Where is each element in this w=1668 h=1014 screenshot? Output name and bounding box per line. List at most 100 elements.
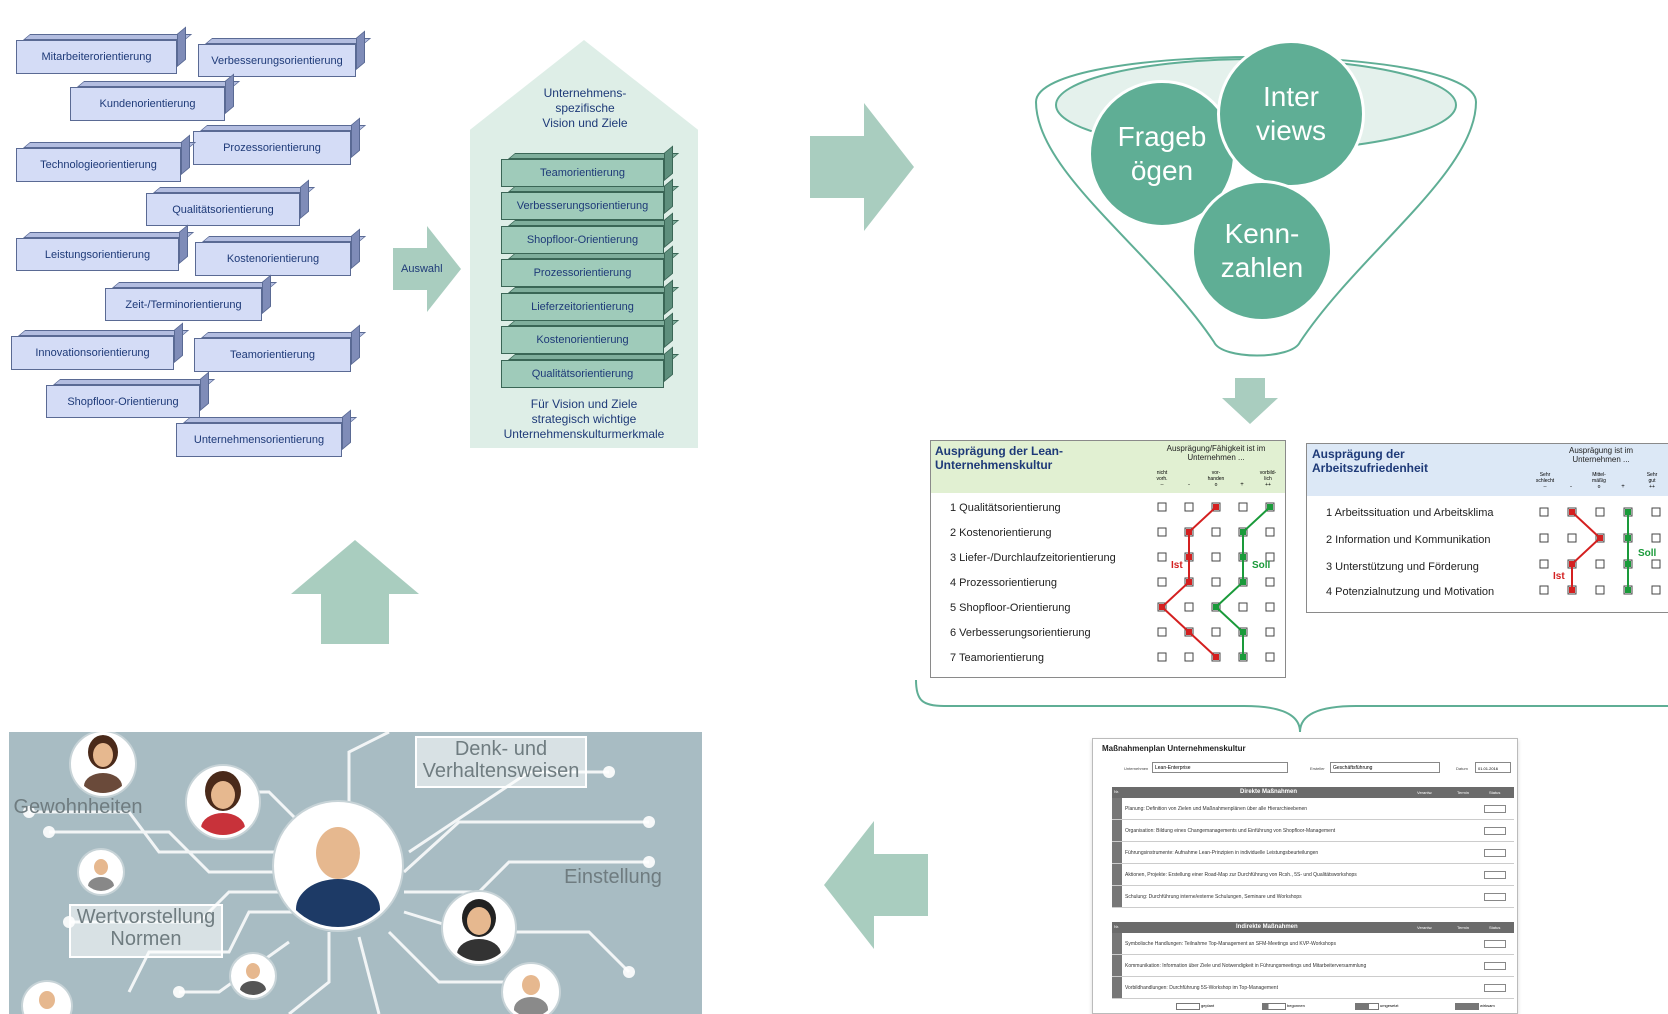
legend-label: geplant <box>1201 1003 1215 1008</box>
scale-label: Mittel- mäßig o <box>1592 472 1606 490</box>
plan-row-text: Symbolische Handlungen: Teilnahme Top-Ma… <box>1125 941 1336 947</box>
label-wertvorstellung: Wertvorstellung Normen <box>69 904 223 958</box>
scale-checkbox <box>1211 627 1221 637</box>
az-row-label: 3 Unterstützung und Förderung <box>1326 561 1479 573</box>
scale-label: vor- handen o <box>1207 470 1225 488</box>
scale-checkbox <box>1265 552 1275 562</box>
scale-checkbox <box>1211 552 1221 562</box>
avatar-bottom-right <box>503 964 559 1014</box>
avatar-small-bottom <box>231 954 275 998</box>
avatar-small-left <box>79 850 123 894</box>
plan-creator-label: Ersteller <box>1310 766 1325 771</box>
scale-checkbox <box>1651 533 1661 543</box>
lean-ist-label: Ist <box>1171 560 1183 571</box>
scale-checkbox <box>1265 602 1275 612</box>
house-stack-item: Kostenorientierung <box>501 326 664 354</box>
scale-checkbox <box>1238 602 1248 612</box>
plan-creator-field: Geschäftsführung <box>1330 762 1440 773</box>
arrow-up <box>291 540 419 644</box>
plan-row: Aktionen, Projekte: Erstellung einer Roa… <box>1112 864 1514 886</box>
plan-row: Planung: Definition von Zielen und Maßna… <box>1112 798 1514 820</box>
label-denk-verhaltensweisen: Denk- und Verhaltensweisen <box>415 736 587 788</box>
scale-label: vorbild- lich ++ <box>1259 470 1277 488</box>
ist-marker <box>1213 504 1219 510</box>
col-nr: Nr. <box>1114 924 1120 929</box>
orientation-box: Kostenorientierung <box>195 242 351 276</box>
house-stack-item: Qualitätsorientierung <box>501 360 664 388</box>
legend-label: begonnen <box>1287 1003 1305 1008</box>
scale-label: nicht vorh. -- <box>1156 470 1168 488</box>
az-row-label: 1 Arbeitssituation und Arbeitsklima <box>1326 507 1494 519</box>
scale-checkbox <box>1157 627 1167 637</box>
house-stack-item: Shopfloor-Orientierung <box>501 226 664 254</box>
legend-swatch <box>1176 1003 1200 1010</box>
scale-checkbox <box>1651 585 1661 595</box>
ist-marker <box>1597 535 1603 541</box>
col-resp: Verantw. <box>1417 790 1433 795</box>
az-row-label: 2 Information und Kommunikation <box>1326 534 1491 546</box>
soll-marker <box>1240 629 1246 635</box>
soll-marker <box>1213 604 1219 610</box>
circle-interviews: Inter views <box>1217 40 1365 188</box>
scale-checkbox <box>1651 507 1661 517</box>
az-profile-lines <box>1539 507 1661 595</box>
col-status: Status <box>1489 925 1501 930</box>
plan-row: Führungsinstrumente: Aufnahme Lean-Prinz… <box>1112 842 1514 864</box>
plan-row-text: Aktionen, Projekte: Erstellung einer Roa… <box>1125 872 1357 878</box>
legend-swatch <box>1262 1003 1286 1010</box>
plan-row: Schulung: Durchführung interne/externe S… <box>1112 886 1514 908</box>
scale-label: - <box>1188 482 1190 488</box>
ist-marker <box>1186 579 1192 585</box>
scale-checkbox <box>1211 527 1221 537</box>
legend-label: wirksam <box>1480 1003 1495 1008</box>
soll-marker <box>1267 504 1273 510</box>
house-title: Unternehmens- spezifische Vision und Zie… <box>542 86 628 130</box>
scale-checkbox <box>1265 577 1275 587</box>
lean-row-label: 1 Qualitätsorientierung <box>950 502 1061 514</box>
scale-checkbox <box>1157 652 1167 662</box>
plan-date-field: 01.01.2016 <box>1475 762 1511 773</box>
soll-marker <box>1240 554 1246 560</box>
avatar-woman <box>187 766 259 838</box>
auswahl-arrow <box>393 226 461 312</box>
orientation-box: Unternehmensorientierung <box>176 423 342 457</box>
lean-table-header-bg <box>931 441 1285 493</box>
orientation-box: Innovationsorientierung <box>11 336 174 370</box>
orientation-box: Shopfloor-Orientierung <box>46 385 200 418</box>
az-row-label: 4 Potenzialnutzung und Motivation <box>1326 586 1495 598</box>
scale-checkbox <box>1184 602 1194 612</box>
label-gewohnheiten: Gewohnheiten <box>13 796 143 818</box>
soll-marker <box>1625 561 1631 567</box>
soll-marker <box>1625 587 1631 593</box>
orientation-box: Kundenorientierung <box>70 87 225 121</box>
col-resp: Verantw. <box>1417 925 1433 930</box>
orientation-box: Teamorientierung <box>194 338 351 372</box>
orientation-box: Prozessorientierung <box>193 131 351 165</box>
scale-label: Sehr gut ++ <box>1646 472 1658 490</box>
plan-company-field: Lean-Enterprise <box>1152 762 1288 773</box>
scale-checkbox <box>1265 652 1275 662</box>
auswahl-label: Auswahl <box>401 263 443 275</box>
orientation-box: Mitarbeiterorientierung <box>16 40 177 74</box>
arrow-right <box>810 103 914 231</box>
plan-row-text: Kommunikation: Information über Ziele un… <box>1125 963 1367 969</box>
scale-checkbox <box>1157 552 1167 562</box>
scale-checkbox <box>1265 527 1275 537</box>
arrow-down <box>1222 378 1278 424</box>
ist-marker <box>1159 604 1165 610</box>
az-table-header-bg <box>1307 444 1668 496</box>
plan-date-label: Datum <box>1456 766 1468 771</box>
plan-row: Kommunikation: Information über Ziele un… <box>1112 955 1514 977</box>
soll-marker <box>1625 535 1631 541</box>
scale-checkbox <box>1539 507 1549 517</box>
scale-label: Sehr schlecht -- <box>1535 472 1555 490</box>
scale-checkbox <box>1595 585 1605 595</box>
scale-checkbox <box>1539 559 1549 569</box>
ist-marker <box>1569 587 1575 593</box>
ist-marker <box>1186 629 1192 635</box>
avatar-center <box>274 802 402 930</box>
lean-row-label: 6 Verbesserungsorientierung <box>950 627 1091 639</box>
direct-header-label: Direkte Maßnahmen <box>1240 789 1298 795</box>
col-nr: Nr. <box>1114 789 1120 794</box>
plan-title: Maßnahmenplan Unternehmenskultur <box>1102 744 1246 753</box>
